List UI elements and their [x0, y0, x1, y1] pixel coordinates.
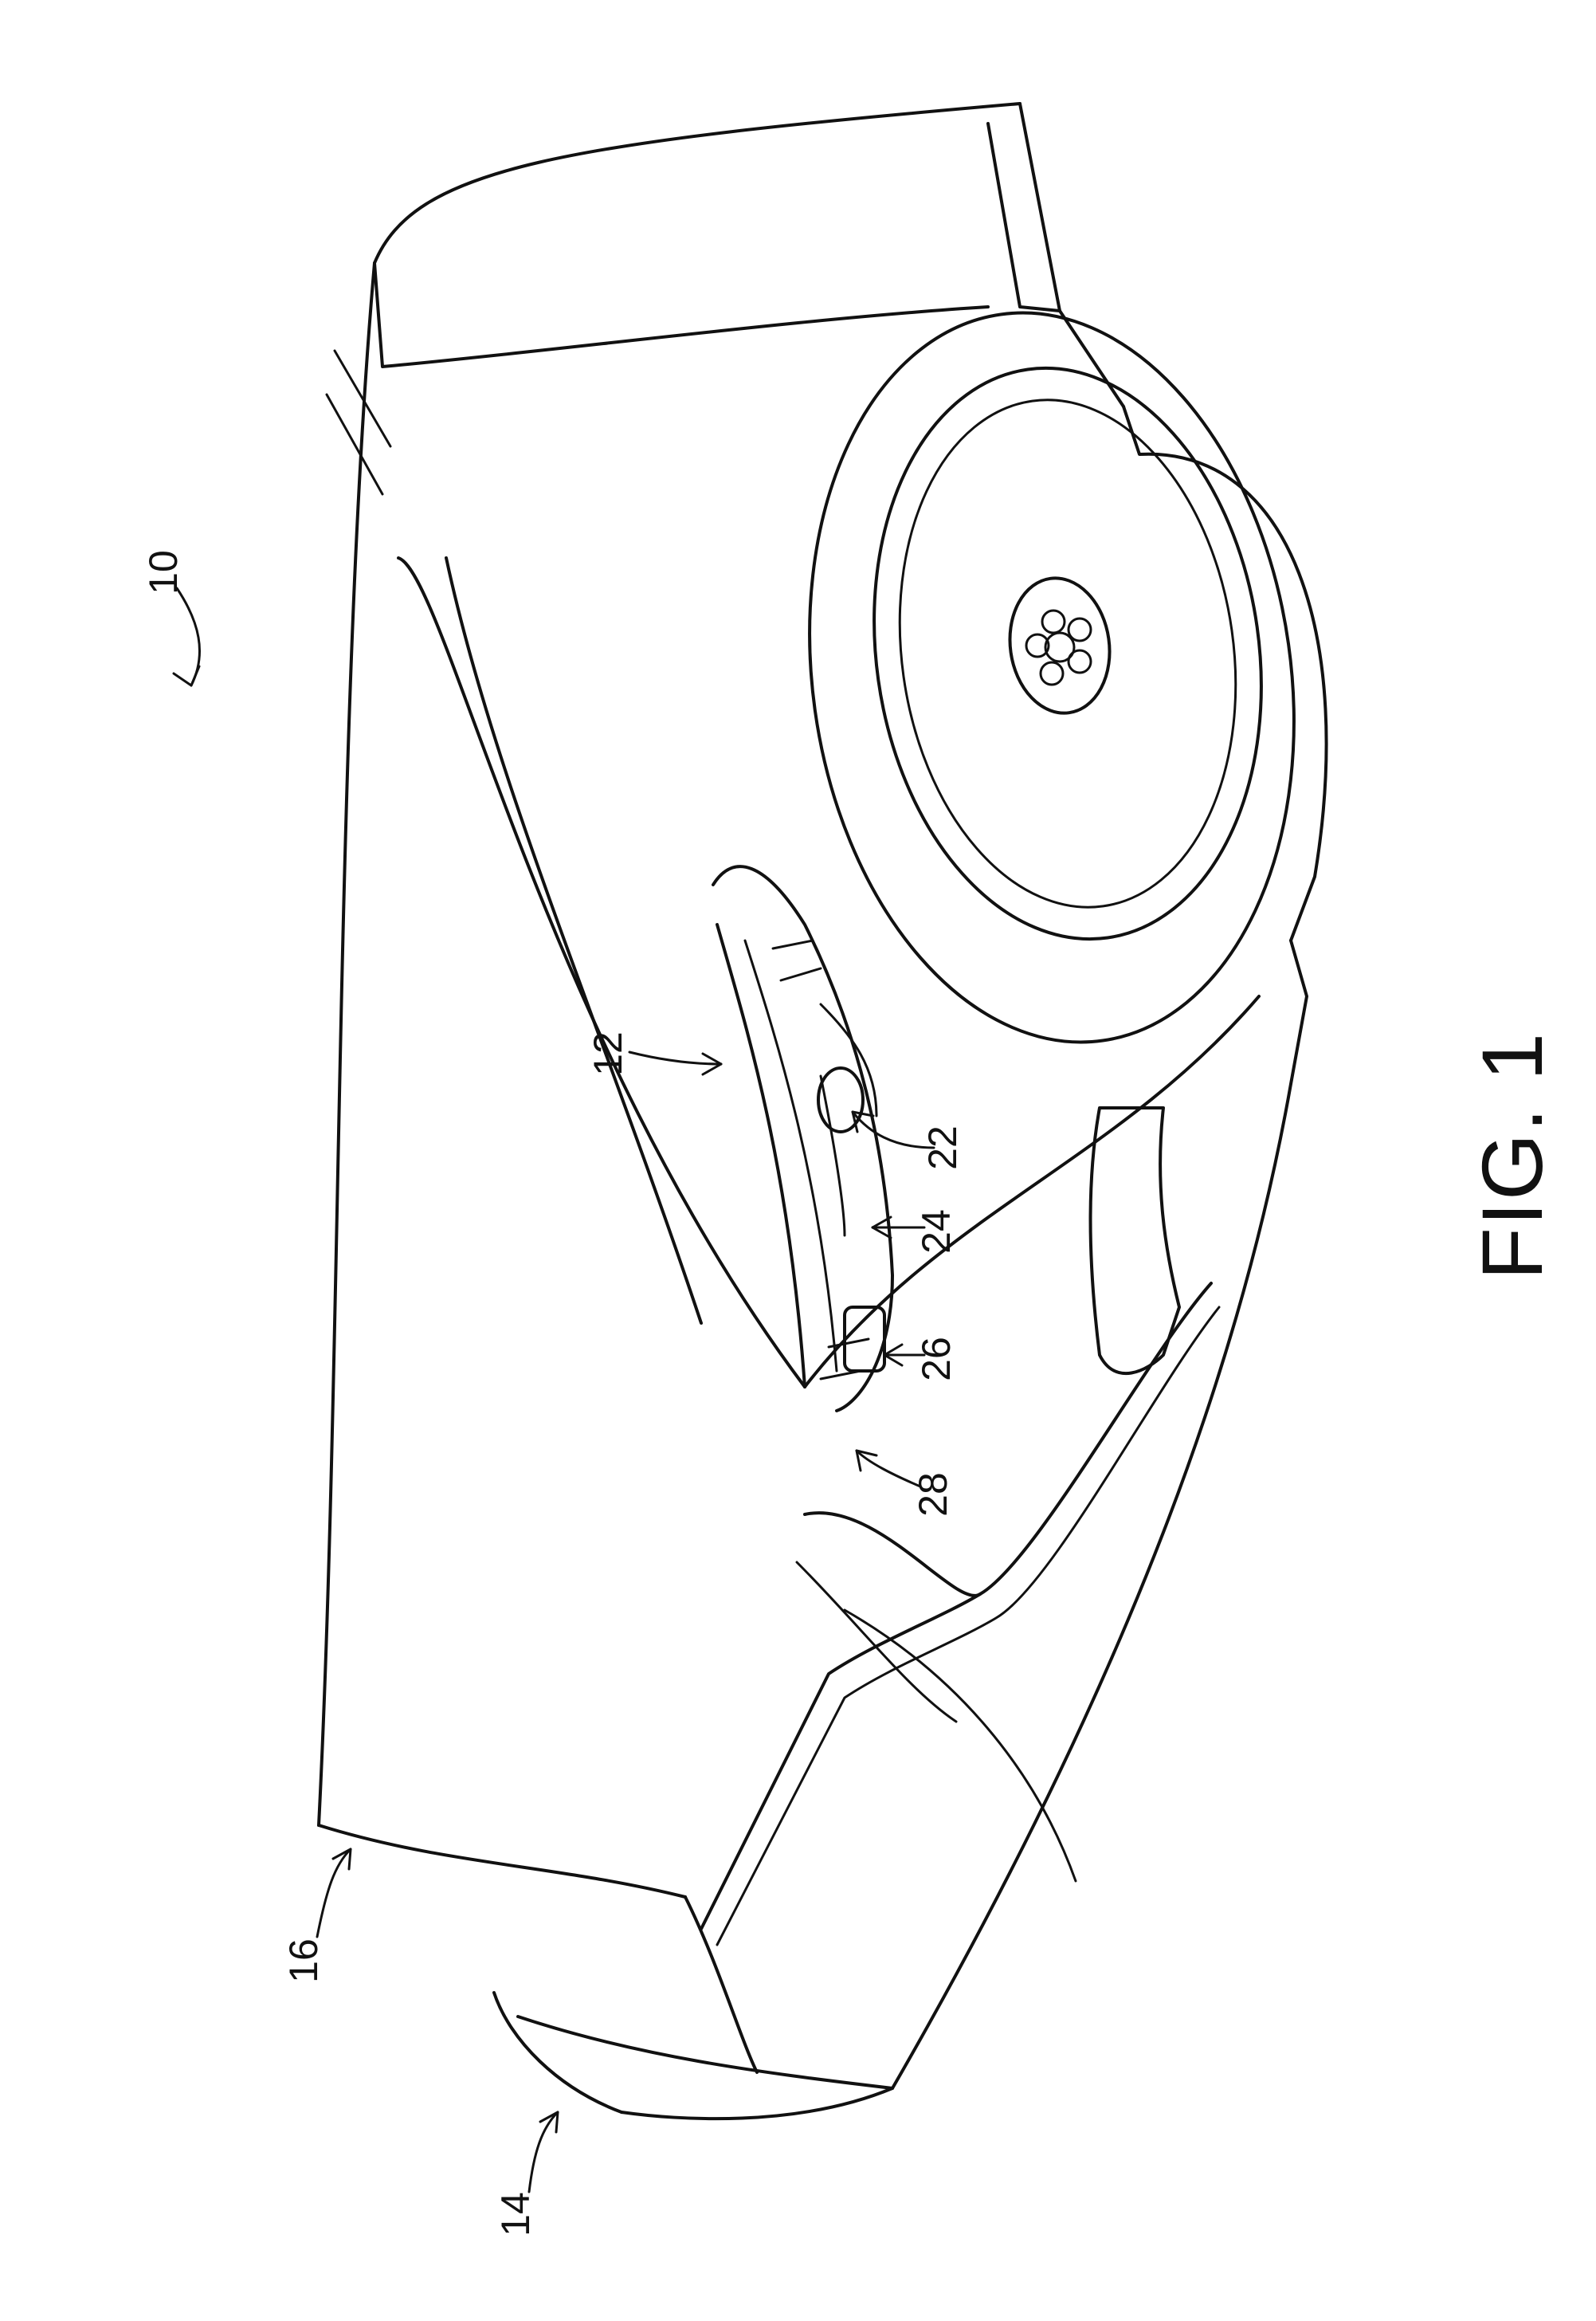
ref-14: 14 [493, 2192, 538, 2237]
grille-inner [717, 1307, 1219, 1945]
intake-outer-lip [713, 866, 892, 1411]
lug-nut [1041, 662, 1063, 685]
upper-body-crease [398, 558, 805, 1387]
figure-label: FIG. 1 [1464, 1031, 1560, 1280]
tire-outer [838, 343, 1297, 964]
wheel-hub [1002, 571, 1118, 720]
ref-16: 16 [281, 1938, 326, 1983]
rear-pillar [1020, 104, 1123, 406]
rear-window-edge [988, 124, 1060, 311]
roof-rail [374, 263, 988, 367]
reference-numerals: 10 12 22 24 26 28 16 14 [141, 550, 965, 2237]
lower-rocker [622, 941, 1307, 2119]
lug-nut [1042, 611, 1065, 633]
front-fascia [494, 1897, 757, 2112]
headlamp-upper [805, 1513, 980, 1596]
ref-24: 24 [914, 1209, 959, 1254]
vehicle-body [319, 104, 1327, 2119]
fog-lamp-recess [1090, 1108, 1179, 1373]
ref-12: 12 [586, 1031, 630, 1076]
ref-10: 10 [141, 550, 186, 595]
bumper-lower [518, 2017, 892, 2088]
fender-crease [805, 996, 1259, 1387]
actuator-body [821, 1076, 845, 1235]
intake-hatch-lines [773, 941, 869, 1379]
hub-center [1045, 633, 1074, 662]
leader-14 [529, 2112, 558, 2192]
tire-inner [868, 378, 1267, 929]
arrow-10 [174, 666, 199, 685]
headlamp-lower [797, 1562, 956, 1722]
ref-26: 26 [914, 1337, 959, 1381]
ref-22: 22 [920, 1125, 965, 1170]
front-wheel [764, 281, 1339, 1074]
leader-12 [629, 1052, 721, 1064]
side-air-intake [713, 866, 892, 1411]
hood-edge [319, 1825, 685, 1897]
rear-quarter [1123, 406, 1327, 941]
side-sill-line [446, 558, 701, 1323]
leader-16 [317, 1849, 351, 1937]
ref-28: 28 [911, 1472, 955, 1517]
